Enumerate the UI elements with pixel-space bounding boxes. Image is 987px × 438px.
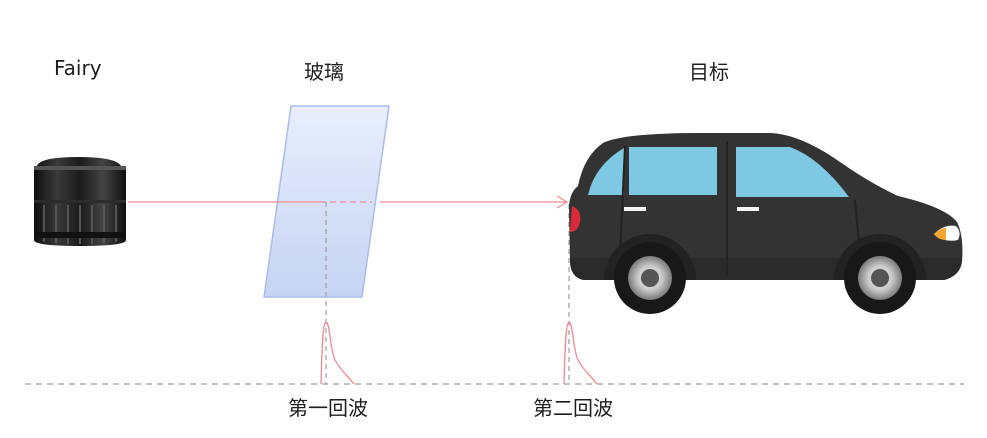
second-echo-label: 第二回波 — [533, 396, 613, 420]
laser-beam — [128, 195, 569, 209]
target-label: 目标 — [689, 60, 729, 84]
first-echo-label: 第一回波 — [288, 396, 368, 420]
glass-panel — [263, 105, 390, 298]
second-echo-pulse — [563, 321, 598, 385]
glass-label: 玻璃 — [304, 60, 344, 84]
car-icon — [569, 133, 963, 314]
sensor-label: Fairy — [54, 56, 102, 80]
lidar-sensor-icon — [34, 157, 126, 246]
first-echo-pulse — [320, 321, 355, 385]
arrow-head — [556, 195, 569, 209]
